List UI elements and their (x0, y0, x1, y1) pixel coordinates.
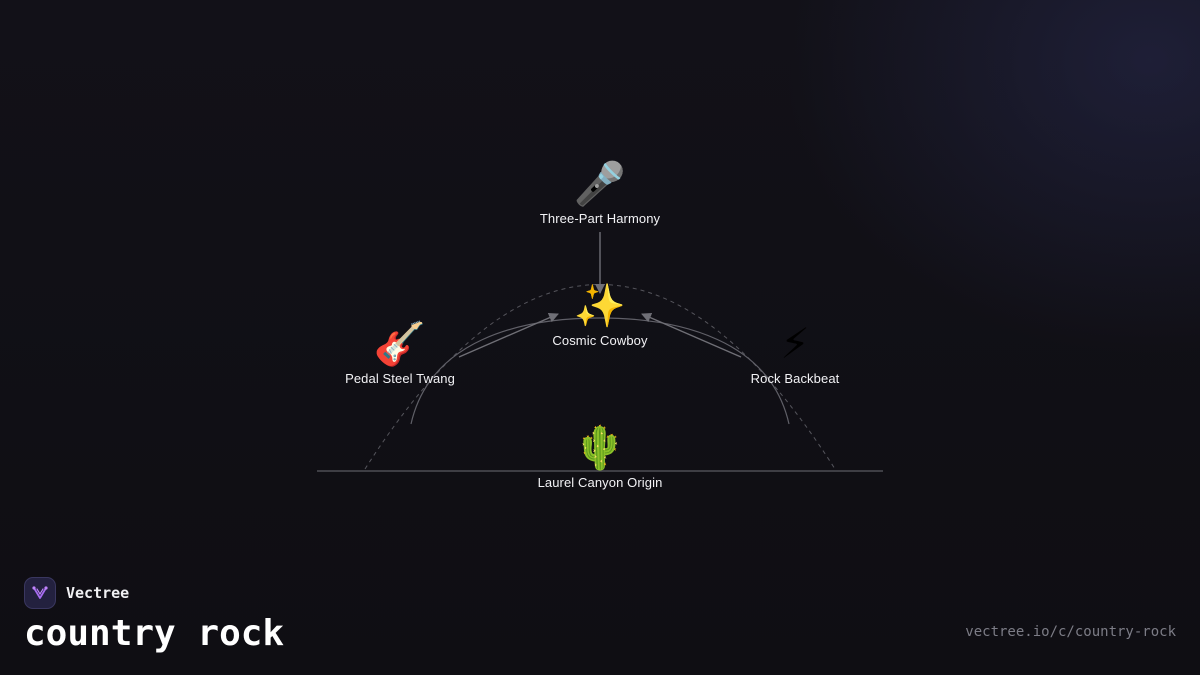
node-label: Rock Backbeat (750, 371, 840, 386)
brand[interactable]: Vectree (24, 577, 129, 609)
vectree-logo-icon (24, 577, 56, 609)
inner-arc (410, 317, 790, 425)
edge-pedal-to-cosmic (458, 312, 559, 358)
node-label: Pedal Steel Twang (345, 371, 455, 386)
node-three-part-harmony[interactable]: 🎤 Three-Part Harmony (490, 159, 710, 227)
page-title: country rock (24, 613, 285, 654)
cactus-icon: 🌵 (573, 423, 627, 472)
brand-name: Vectree (66, 584, 130, 602)
microphone-icon: 🎤 (573, 159, 627, 208)
node-rock-backbeat[interactable]: ⚡ Rock Backbeat (685, 319, 905, 387)
node-label: Cosmic Cowboy (552, 333, 648, 348)
lightning-icon: ⚡ (780, 319, 810, 368)
node-label: Laurel Canyon Origin (537, 475, 663, 490)
page-url[interactable]: vectree.io/c/country-rock (965, 624, 1176, 640)
node-label: Three-Part Harmony (539, 211, 661, 226)
edge-rock-to-cosmic (641, 312, 742, 358)
node-pedal-steel-twang[interactable]: 🎸 Pedal Steel Twang (290, 319, 510, 387)
node-cosmic-cowboy[interactable]: ✨ Cosmic Cowboy (490, 281, 710, 349)
sparkles-icon: ✨ (573, 281, 627, 330)
guitar-icon: 🎸 (373, 319, 427, 368)
node-laurel-canyon-origin[interactable]: 🌵 Laurel Canyon Origin (490, 423, 710, 491)
